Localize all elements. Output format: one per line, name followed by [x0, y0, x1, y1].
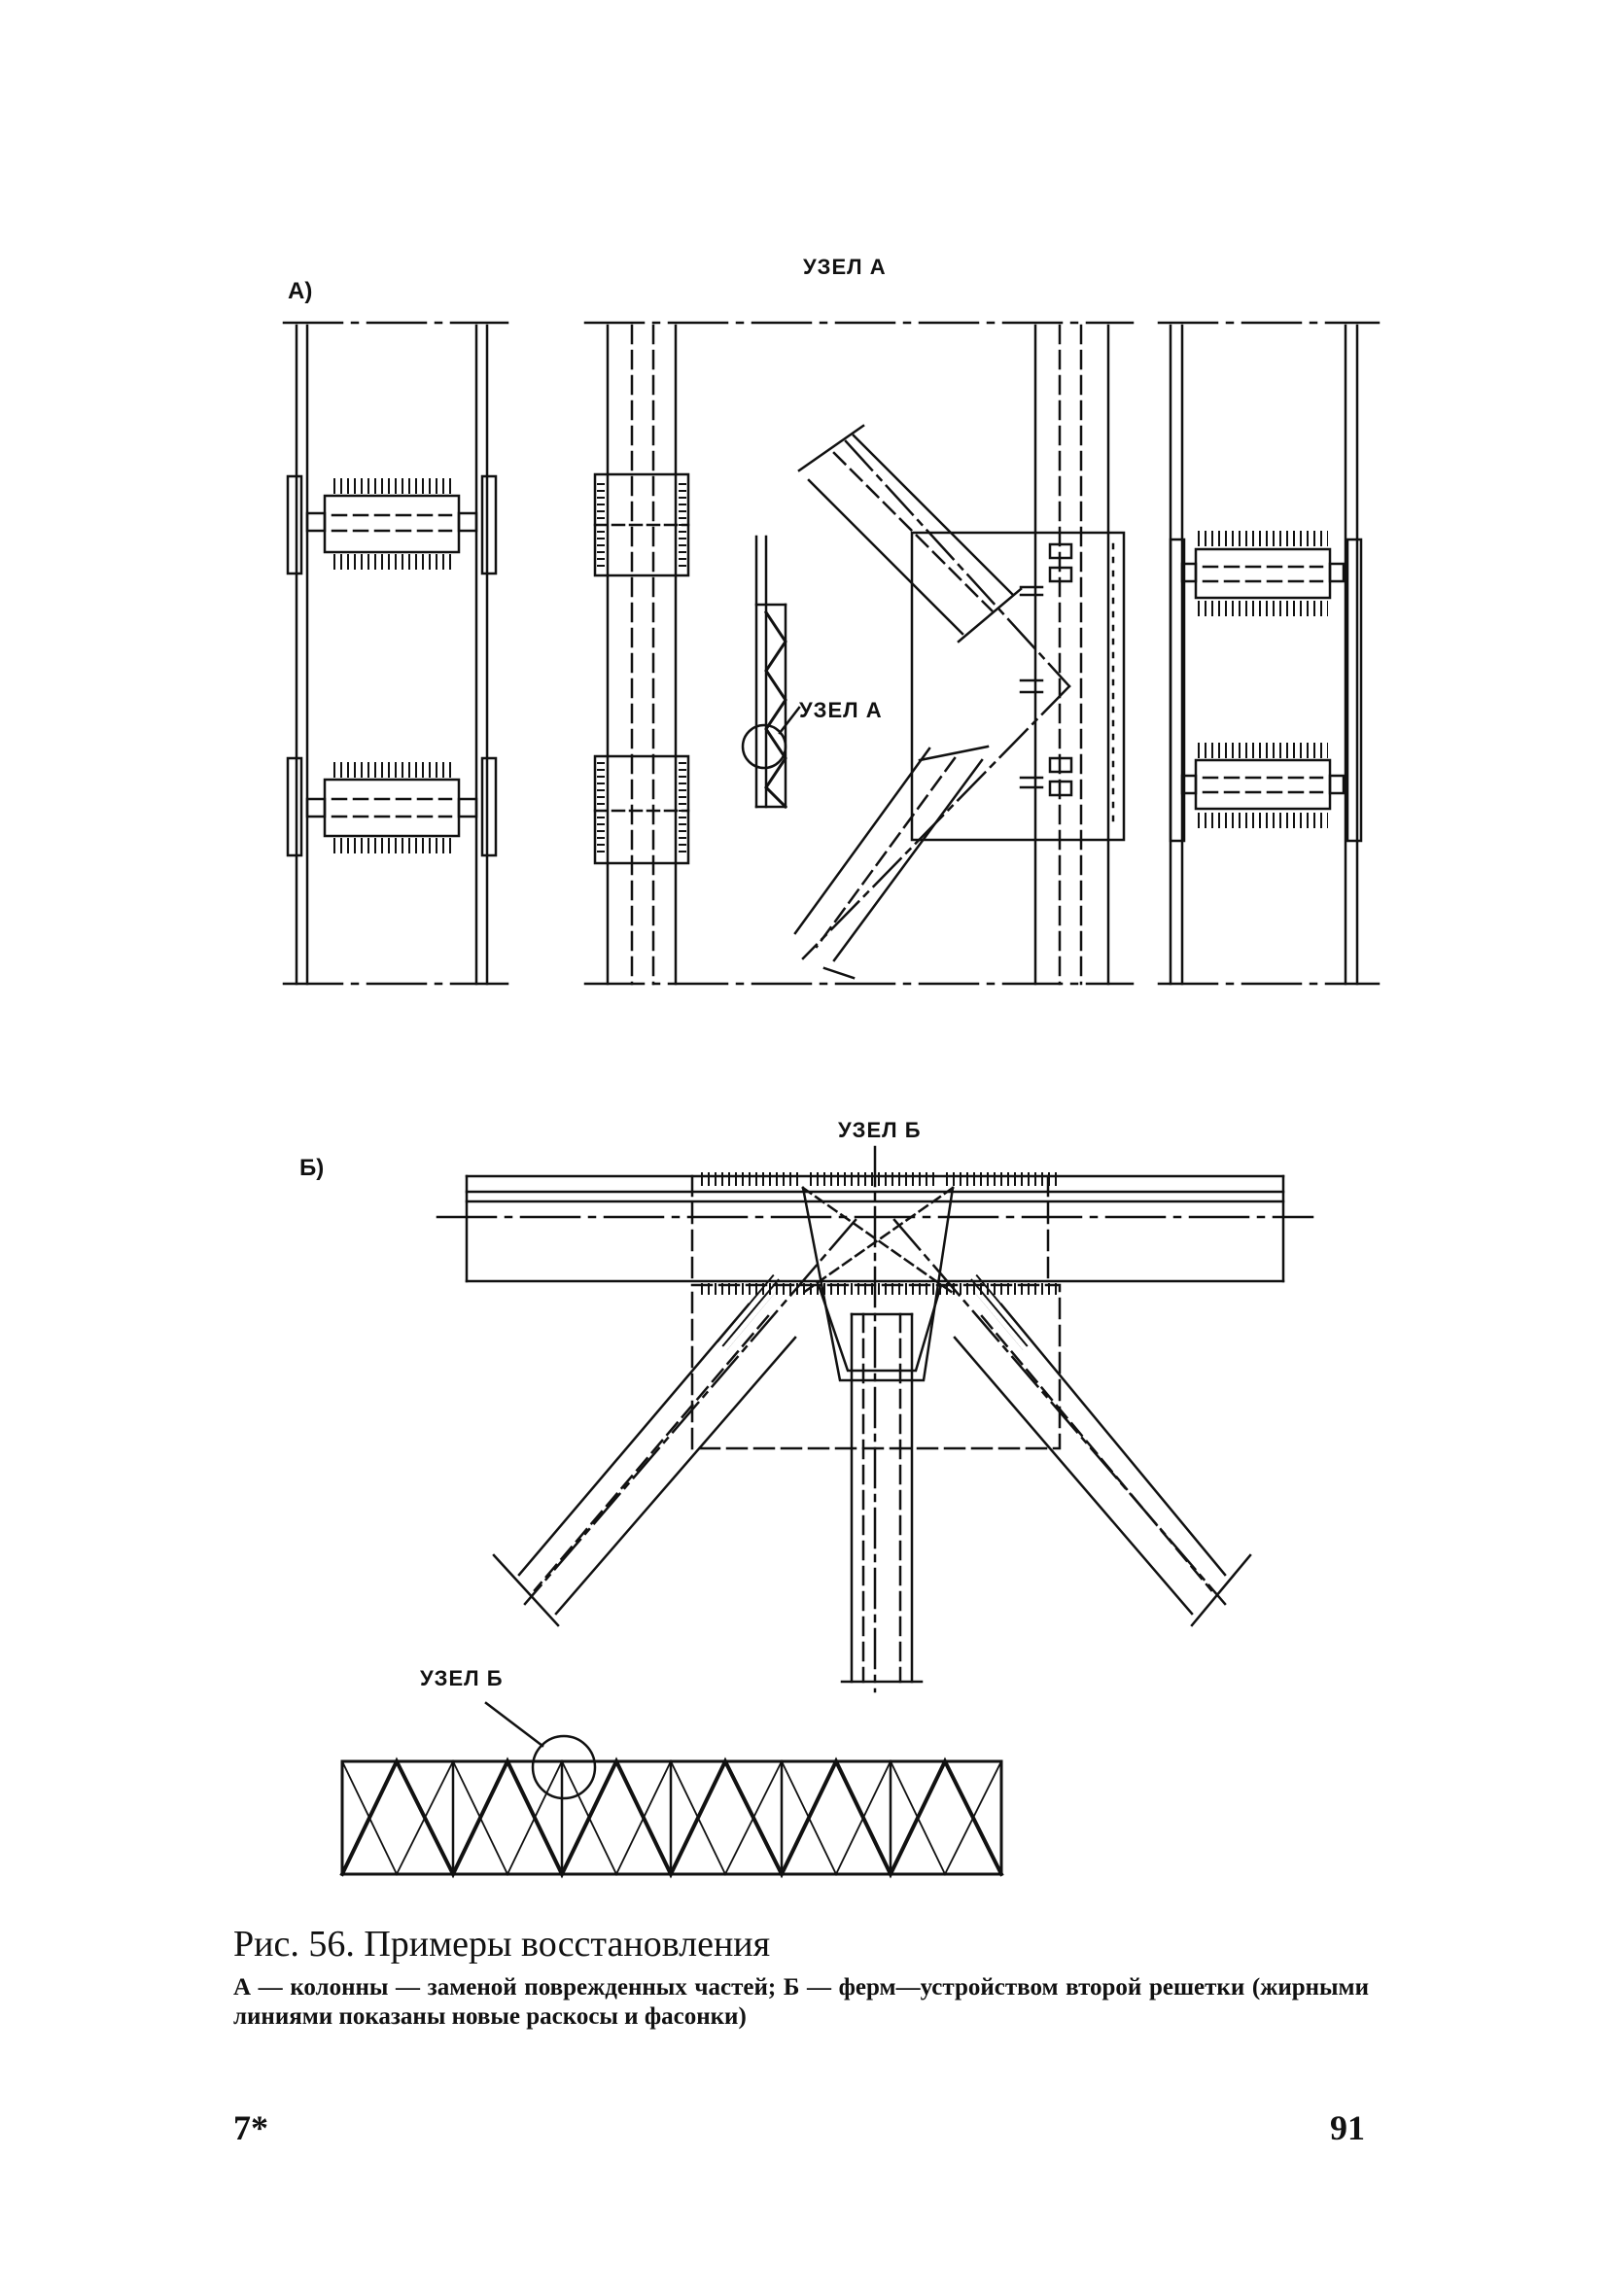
column-right — [1157, 321, 1381, 986]
node-a-callout: УЗЕЛ А — [799, 698, 883, 722]
figure-caption-body: А — колонны — заменой поврежденных часте… — [233, 1974, 1369, 2030]
column-locator-sketch — [741, 535, 801, 810]
node-a-detail — [793, 324, 1126, 986]
signature-mark: 7* — [233, 2108, 268, 2147]
node-b-title: УЗЕЛ Б — [838, 1118, 922, 1142]
section-b-label: Б) — [299, 1155, 325, 1181]
page-number: 91 — [1330, 2108, 1365, 2147]
node-a-title: УЗЕЛ А — [803, 255, 887, 279]
figure-caption-title: Рис. 56. Примеры восстановления — [233, 1924, 771, 1965]
column-left — [282, 321, 509, 986]
column-middle — [583, 321, 1135, 986]
section-a-label: А) — [288, 278, 313, 304]
truss-locator-sketch — [339, 1701, 1004, 1879]
node-b-detail — [436, 1145, 1314, 1693]
node-b-callout: УЗЕЛ Б — [420, 1666, 504, 1690]
